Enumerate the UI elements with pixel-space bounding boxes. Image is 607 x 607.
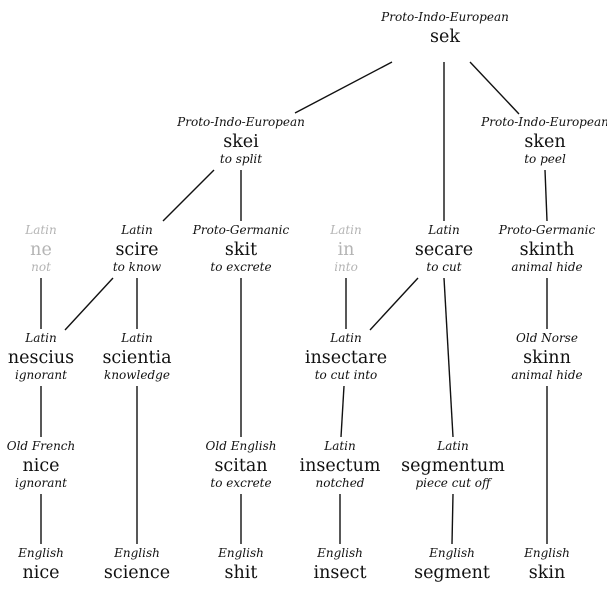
node-gloss: to cut into — [314, 368, 378, 382]
node-gloss: ignorant — [15, 368, 67, 382]
node-word: scientia — [102, 348, 172, 368]
node-science: English science — [67, 547, 207, 584]
edge-sek-to-skei — [294, 61, 393, 114]
node-word: scire — [115, 240, 159, 260]
node-gloss: into — [334, 260, 358, 274]
edge-insectare-to-insectum — [340, 385, 345, 438]
node-word: scitan — [214, 456, 268, 476]
node-gloss: to excrete — [210, 260, 272, 274]
node-language: Latin — [330, 331, 362, 345]
node-language: Proto-Indo-European — [177, 115, 305, 129]
node-language: English — [317, 546, 363, 560]
node-gloss: knowledge — [104, 368, 170, 382]
node-word: skit — [224, 240, 258, 260]
node-word: skin — [528, 563, 566, 583]
node-language: Old French — [6, 439, 76, 453]
node-language: Latin — [121, 223, 153, 237]
node-gloss: not — [31, 260, 51, 274]
node-language: Old Norse — [516, 331, 578, 345]
node-gloss: animal hide — [511, 260, 583, 274]
node-language: Latin — [437, 439, 469, 453]
node-nice: English nice — [0, 547, 111, 584]
node-language: Latin — [25, 223, 57, 237]
node-word: segmentum — [401, 456, 505, 476]
node-insect: English insect — [270, 547, 410, 584]
node-shit: English shit — [171, 547, 311, 584]
node-language: Proto-Indo-European — [381, 10, 509, 24]
node-word: insectum — [299, 456, 381, 476]
node-language: English — [429, 546, 475, 560]
node-word: skinth — [519, 240, 575, 260]
node-word: in — [337, 240, 355, 260]
node-word: nice — [22, 563, 60, 583]
node-language: Proto-Germanic — [192, 223, 290, 237]
node-gloss: ignorant — [15, 476, 67, 490]
node-word: skei — [223, 132, 259, 152]
node-gloss: to split — [219, 152, 263, 166]
node-skin: English skin — [477, 547, 607, 584]
node-language: Proto-Indo-European — [481, 115, 607, 129]
node-language: Proto-Germanic — [498, 223, 596, 237]
edge-segmentum-to-segment — [451, 493, 454, 545]
node-language: English — [218, 546, 264, 560]
node-language: Latin — [324, 439, 356, 453]
node-gloss: animal hide — [511, 368, 583, 382]
node-gloss: notched — [315, 476, 365, 490]
node-word: segment — [414, 563, 490, 583]
node-gloss: to know — [112, 260, 162, 274]
node-word: nescius — [7, 348, 75, 368]
node-word: science — [103, 563, 171, 583]
node-language: Latin — [25, 331, 57, 345]
node-gloss: to excrete — [210, 476, 272, 490]
node-word: shit — [224, 563, 258, 583]
edge-secare-to-insectare — [369, 277, 419, 331]
node-word: ne — [30, 240, 52, 260]
node-sek: Proto-Indo-European sek — [375, 11, 515, 48]
node-language: Old English — [205, 439, 277, 453]
node-language: Latin — [330, 223, 362, 237]
node-language: English — [18, 546, 64, 560]
edge-secare-to-segmentum — [443, 277, 454, 438]
node-word: insectare — [304, 348, 388, 368]
node-segment: English segment — [382, 547, 522, 584]
node-language: Latin — [121, 331, 153, 345]
edge-sek-to-sken — [469, 61, 520, 115]
node-word: secare — [414, 240, 474, 260]
node-word: skinn — [523, 348, 571, 368]
edge-sken-to-skinth — [544, 169, 548, 222]
edge-skei-to-scire — [162, 169, 215, 222]
node-word: nice — [22, 456, 60, 476]
node-gloss: to cut — [426, 260, 462, 274]
node-word: sken — [524, 132, 566, 152]
node-language: English — [524, 546, 570, 560]
node-gloss: to peel — [524, 152, 566, 166]
node-word: sek — [430, 27, 460, 47]
edge-scire-to-nescius — [64, 277, 114, 331]
node-word: insect — [313, 563, 367, 583]
node-gloss: piece cut off — [415, 476, 491, 490]
node-language: English — [114, 546, 160, 560]
node-language: Latin — [428, 223, 460, 237]
